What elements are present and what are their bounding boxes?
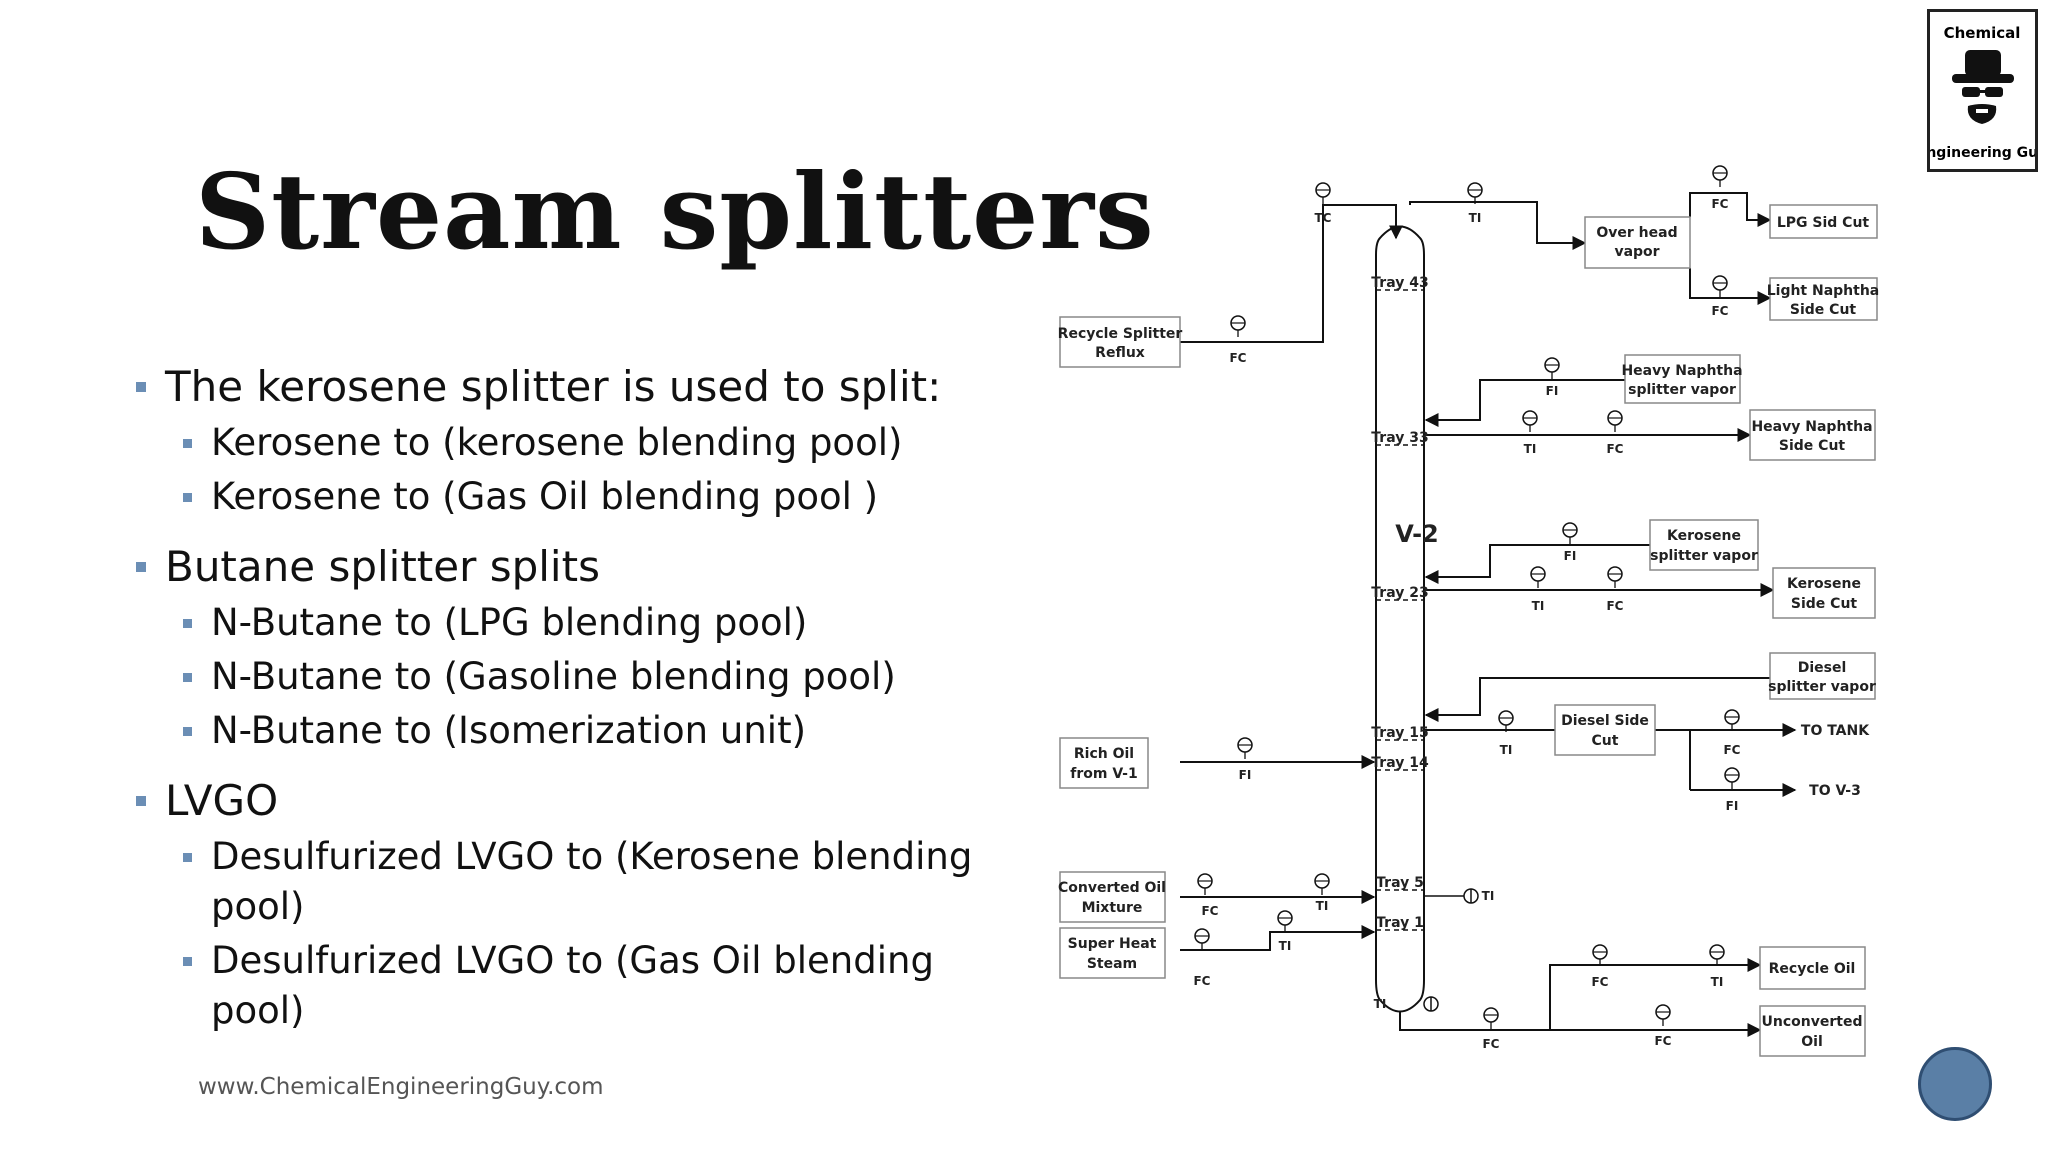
sub-bullet: N-Butane to (Isomerization unit) [136,706,1036,756]
label-kerosene-vapor-1: Kerosene [1667,528,1741,544]
sub-bullet: Kerosene to (Gas Oil blending pool ) [136,472,1036,522]
tray-5-label: Tray 5 [1376,875,1424,891]
label-vapor: vapor [1614,244,1659,260]
hat-sunglasses-beard-icon: Chemical Engineering Guy [1917,24,2047,161]
label-converted-oil-2: Mixture [1082,900,1143,916]
bullet-list: The kerosene splitter is used to split: … [136,360,1036,1036]
box-recycle-oil [1759,946,1866,990]
tray-14-label: Tray 14 [1371,755,1429,771]
label-heavy-naphtha-cut-1: Heavy Naphtha [1751,419,1872,435]
label-diesel-vapor-2: splitter vapor [1768,679,1876,695]
label-light-naphtha: Light Naphtha [1767,283,1880,299]
tag-fc: FC [1654,1034,1671,1048]
label-reflux: Reflux [1095,345,1145,361]
box-kerosene-side-cut [1772,567,1876,619]
box-super-heat-steam [1059,927,1166,979]
tag-ti: TI [1316,899,1329,913]
box-diesel-side-cut [1554,704,1656,756]
label-super-heat-1: Super Heat [1068,936,1157,952]
tray-15-label: Tray 15 [1371,725,1428,741]
process-flow-diagram: Recycle Splitter Reflux Over head vapor … [1058,165,1880,1057]
box-heavy-naphtha-vapor [1624,354,1741,404]
slide-title: Stream splitters [195,150,1155,273]
tag-fc: FC [1591,975,1608,989]
column-v2 [1375,225,1425,1013]
sub-bullet: Desulfurized LVGO to (Kerosene blending … [136,832,1036,932]
tag-fi: FI [1546,384,1559,398]
tag-fi: FI [1564,549,1577,563]
label-to-v3: TO V-3 [1809,783,1861,799]
tag-ti: TI [1500,743,1513,757]
tag-fc: FC [1606,599,1623,613]
label-rich-oil-1: Rich Oil [1074,746,1134,762]
tag-ti: TI [1482,889,1495,903]
tag-ti: TI [1524,442,1537,456]
label-heavy-naphtha-vapor-1: Heavy Naphtha [1621,363,1742,379]
label-heavy-naphtha-vapor-2: splitter vapor [1628,382,1736,398]
tray-23-label: Tray 23 [1371,585,1428,601]
column-v2-label: V-2 [1395,520,1439,548]
tag-fc: FC [1711,304,1728,318]
box-heavy-naphtha-cut [1749,409,1876,461]
logo-bottom-text: Engineering Guy [1930,145,2035,161]
label-rich-oil-2: from V-1 [1070,766,1137,782]
bullet-lvgo: LVGO [136,774,1036,828]
label-converted-oil-1: Converted Oil [1058,880,1166,896]
tag-fc: FC [1193,974,1210,988]
channel-logo: Chemical Engineering Guy [1917,9,2047,172]
label-unconverted-1: Unconverted [1762,1014,1863,1030]
label-diesel-cut-1: Diesel Side [1561,713,1649,729]
slide-nav-button[interactable] [1918,1047,1992,1121]
tag-fc: FC [1606,442,1623,456]
tray-1-label: Tray 1 [1376,915,1424,931]
tag-ti: TI [1374,997,1387,1011]
box-rich-oil [1059,737,1149,789]
sub-bullet: N-Butane to (LPG blending pool) [136,598,1036,648]
label-lpg-side-cut: LPG Sid Cut [1777,215,1870,231]
label-heavy-naphtha-cut-2: Side Cut [1779,438,1846,454]
label-unconverted-2: Oil [1801,1034,1823,1050]
tag-ti: TI [1532,599,1545,613]
tag-fc: FC [1711,197,1728,211]
tag-fc: FC [1201,904,1218,918]
label-recycle-splitter: Recycle Splitter [1058,326,1183,342]
label-diesel-cut-2: Cut [1592,733,1619,749]
tag-fi: FI [1239,768,1252,782]
label-kerosene-cut-1: Kerosene [1787,576,1861,592]
box-kerosene-vapor [1649,519,1759,571]
box-overhead-vapor [1584,216,1691,269]
label-super-heat-2: Steam [1087,956,1137,972]
tray-33-label: Tray 33 [1371,430,1428,446]
box-light-naphtha [1769,277,1878,321]
sub-bullet: Kerosene to (kerosene blending pool) [136,418,1036,468]
box-converted-oil [1059,871,1166,923]
label-diesel-vapor-1: Diesel [1798,660,1847,676]
tray-43-label: Tray 43 [1371,275,1428,291]
bullet-butane-splitter: Butane splitter splits [136,540,1036,594]
label-kerosene-cut-2: Side Cut [1791,596,1858,612]
footer-url[interactable]: www.ChemicalEngineeringGuy.com [198,1074,604,1100]
label-light-naphtha-side-cut: Side Cut [1790,302,1857,318]
logo-top-text: Chemical [1944,24,2021,42]
box-diesel-vapor [1769,652,1876,700]
box-unconverted-oil [1759,1005,1866,1057]
tag-ti: TI [1279,939,1292,953]
bullet-kerosene-splitter: The kerosene splitter is used to split: [136,360,1036,414]
box-recycle-splitter-reflux [1059,316,1181,368]
tag-fi: FI [1726,799,1739,813]
tag-ti: TI [1469,211,1482,225]
tag-fc: FC [1482,1037,1499,1051]
sub-bullet: Desulfurized LVGO to (Gas Oil blending p… [136,936,1036,1036]
sub-bullet: N-Butane to (Gasoline blending pool) [136,652,1036,702]
label-overhead: Over head [1596,225,1677,241]
tag-tc: TC [1315,211,1332,225]
box-lpg-side-cut [1769,204,1878,239]
tag-fc: FC [1229,351,1246,365]
label-kerosene-vapor-2: splitter vapor [1650,548,1758,564]
tag-fc: FC [1723,743,1740,757]
label-recycle-oil: Recycle Oil [1769,961,1856,977]
label-to-tank: TO TANK [1801,723,1870,739]
tag-ti: TI [1711,975,1724,989]
